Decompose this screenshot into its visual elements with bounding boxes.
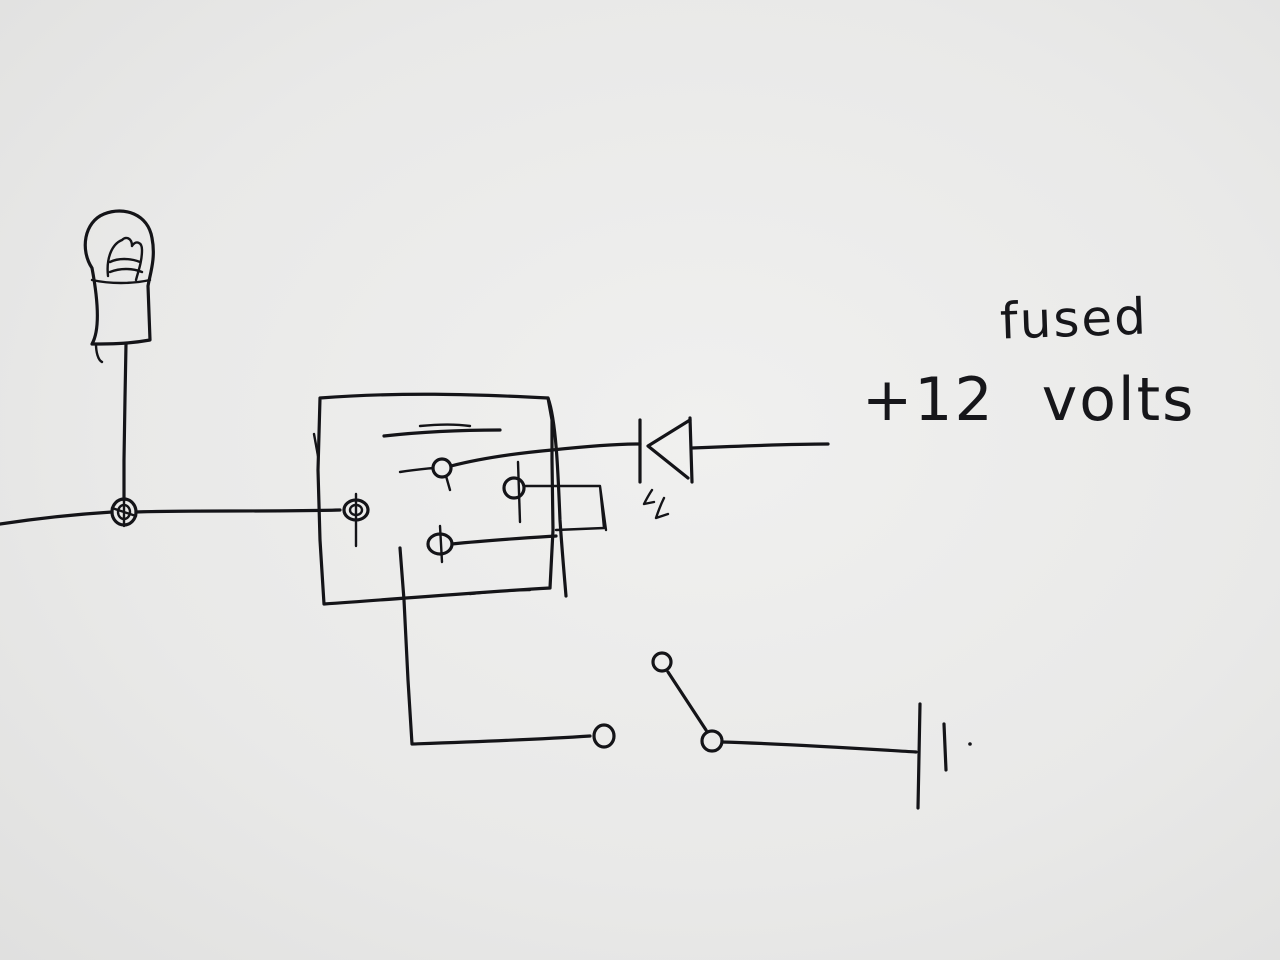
ground-wire	[720, 740, 918, 754]
splice-node	[110, 496, 138, 528]
bulb-wire	[122, 342, 128, 502]
main-feed-wire	[0, 508, 342, 526]
diode-icon	[638, 416, 694, 520]
switch-lead-wire	[398, 546, 592, 746]
bulb-icon	[83, 209, 155, 364]
ground-icon	[916, 702, 972, 810]
relay-loop-wire	[522, 484, 608, 532]
relay-output-wire	[450, 534, 558, 546]
relay-icon	[312, 392, 568, 606]
switch-icon	[592, 651, 724, 753]
supply-label-voltage: +12 volts	[862, 365, 1196, 435]
relay-coil-wire	[449, 442, 642, 468]
supply-label-fused: fused	[999, 287, 1149, 351]
supply-wire	[690, 442, 830, 450]
